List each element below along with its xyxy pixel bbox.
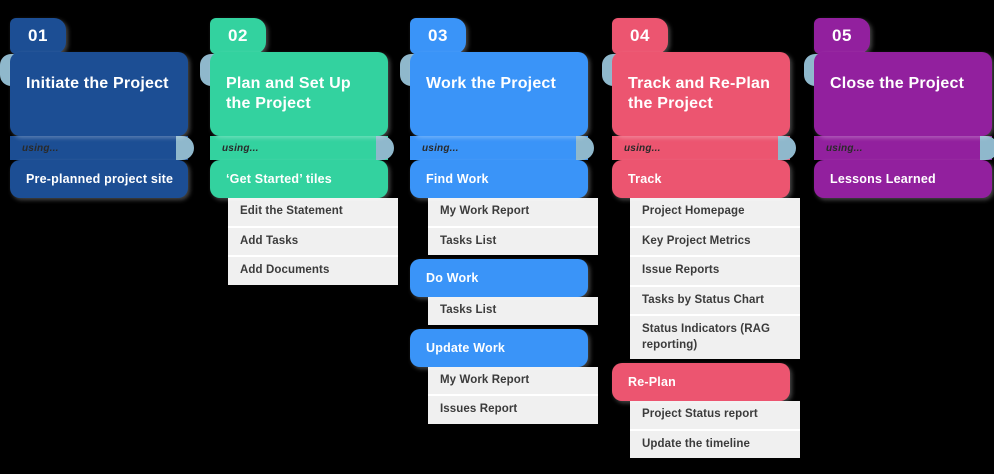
list-item[interactable]: Key Project Metrics <box>630 228 800 258</box>
using-label: using... <box>22 142 59 154</box>
list-item[interactable]: Edit the Statement <box>228 198 398 228</box>
using-band: using... <box>410 136 594 160</box>
ribbon-fold-right-icon <box>778 136 796 160</box>
list-item[interactable]: Tasks by Status Chart <box>630 287 800 317</box>
activity-label: Find Work <box>426 172 489 186</box>
list-item[interactable]: Add Tasks <box>228 228 398 258</box>
using-label: using... <box>422 142 459 154</box>
activity-label: ‘Get Started’ tiles <box>226 172 332 186</box>
activity-label: Track <box>628 172 662 186</box>
list-item[interactable]: Issue Reports <box>630 257 800 287</box>
phase-title-label: Initiate the Project <box>26 75 169 92</box>
activity-bar[interactable]: Do Work <box>410 259 588 298</box>
list-item[interactable]: Status Indicators (RAG reporting) <box>642 323 771 351</box>
list-item[interactable]: Add Documents <box>240 264 330 277</box>
activity-bar[interactable]: Re-Plan <box>612 363 790 402</box>
list-item[interactable]: Project Status report <box>630 401 800 431</box>
activity-bar[interactable]: Lessons Learned <box>814 160 992 198</box>
using-band: using... <box>210 136 394 160</box>
using-band: using... <box>612 136 796 160</box>
using-band: using... <box>814 136 994 160</box>
step-number-badge[interactable]: 05 <box>814 18 870 54</box>
phase-title-card[interactable]: Work the Project <box>410 52 588 136</box>
phase-title-card[interactable]: Plan and Set Up the Project <box>210 52 388 136</box>
activity-label: Lessons Learned <box>830 172 936 186</box>
step-number-label: 03 <box>428 26 448 45</box>
step-number-badge[interactable]: 01 <box>10 18 66 54</box>
activity-bar[interactable]: Update Work <box>410 328 588 367</box>
list-item[interactable]: Update the timeline <box>642 437 750 450</box>
activity-label: Re-Plan <box>628 375 676 390</box>
list-item[interactable]: Tasks List <box>440 234 497 247</box>
phase-title-card[interactable]: Initiate the Project <box>10 52 188 136</box>
phase-title-label: Close the Project <box>830 75 965 92</box>
using-label: using... <box>624 142 661 154</box>
phase-title-label: Work the Project <box>426 75 557 92</box>
using-band: using... <box>10 136 194 160</box>
list-item[interactable]: My Work Report <box>428 367 598 397</box>
ribbon-fold-right-icon <box>576 136 594 160</box>
activity-bar[interactable]: ‘Get Started’ tiles <box>210 160 388 198</box>
ribbon-fold-right-icon <box>176 136 194 160</box>
activity-bar[interactable]: Track <box>612 160 790 198</box>
activity-label: Do Work <box>426 271 479 286</box>
phase-title-label: Plan and Set Up the Project <box>226 75 351 113</box>
step-badge-wrapper: 05 <box>804 0 992 86</box>
activity-label: Pre-planned project site <box>26 172 174 186</box>
step-number-badge[interactable]: 04 <box>612 18 668 54</box>
step-number-label: 04 <box>630 26 650 45</box>
activity-bar[interactable]: Find Work <box>410 160 588 198</box>
block-spacer <box>400 325 588 329</box>
step-badge-wrapper: 02 <box>200 0 388 86</box>
step-badge-wrapper: 03 <box>400 0 588 86</box>
phase-title-card[interactable]: Close the Project <box>814 52 992 136</box>
list-item[interactable]: Project Homepage <box>630 198 800 228</box>
ribbon-fold-right-icon <box>980 136 994 160</box>
step-number-badge[interactable]: 02 <box>210 18 266 54</box>
list-item[interactable]: Tasks List <box>440 304 497 317</box>
activity-bar[interactable]: Pre-planned project site <box>10 160 188 198</box>
using-label: using... <box>222 142 259 154</box>
step-number-label: 01 <box>28 26 48 45</box>
phase-title-label: Track and Re-Plan the Project <box>628 75 771 113</box>
step-number-badge[interactable]: 03 <box>410 18 466 54</box>
ribbon-fold-right-icon <box>376 136 394 160</box>
using-label: using... <box>826 142 863 154</box>
list-item[interactable]: My Work Report <box>428 198 598 228</box>
sub-item-list: Tasks List <box>428 297 598 325</box>
phase-title-card[interactable]: Track and Re-Plan the Project <box>612 52 790 136</box>
list-item[interactable]: Issues Report <box>440 403 518 416</box>
step-badge-wrapper: 04 <box>602 0 790 86</box>
activity-label: Update Work <box>426 340 506 355</box>
step-number-label: 02 <box>228 26 248 45</box>
step-number-label: 05 <box>832 26 852 45</box>
step-badge-wrapper: 01 <box>0 0 188 86</box>
